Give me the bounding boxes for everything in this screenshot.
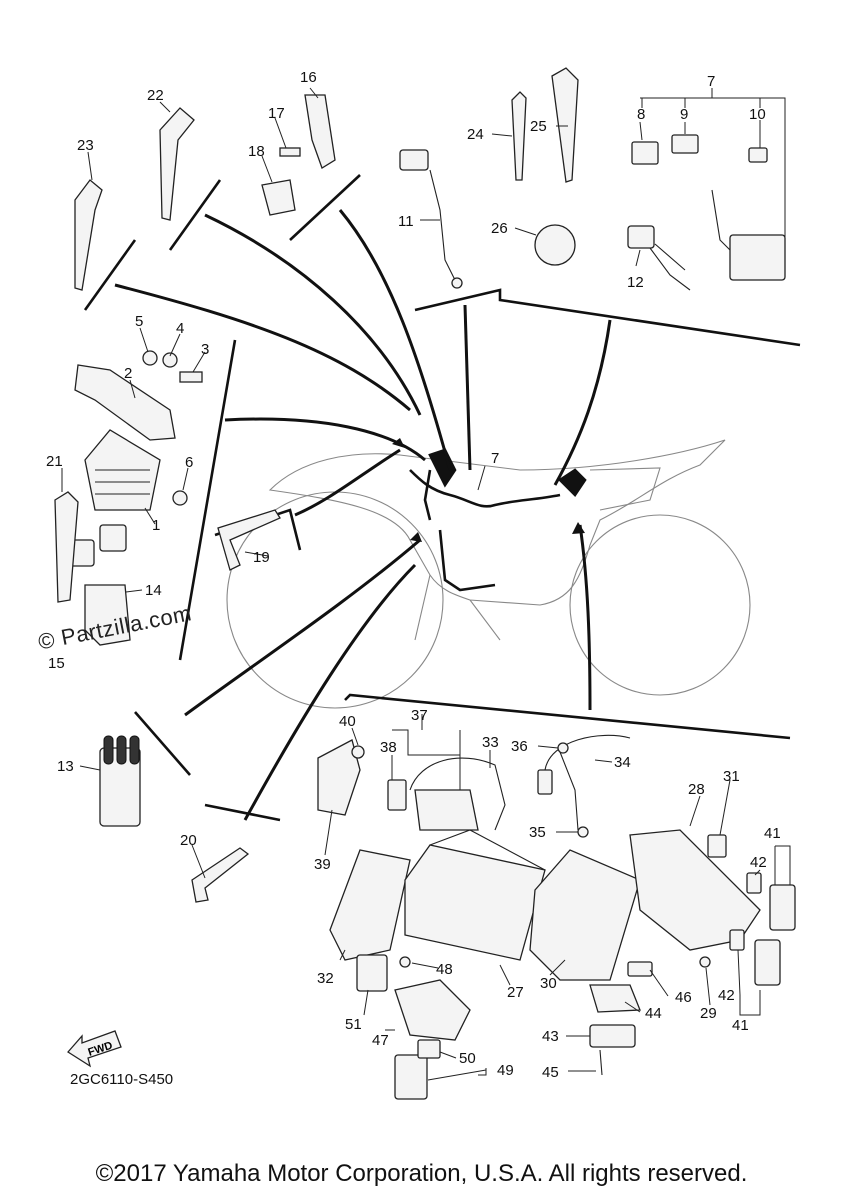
group-frames: [83, 174, 801, 822]
part-number-30: 30: [540, 975, 557, 992]
part-number-15: 15: [48, 655, 65, 672]
motorcycle-outline: [226, 439, 751, 709]
part-drawings: [54, 67, 796, 1100]
part-number-31: 31: [723, 768, 740, 785]
part-number-45: 45: [542, 1064, 559, 1081]
callout-lines: [114, 209, 612, 821]
part-number-28: 28: [688, 781, 705, 798]
part-number-14: 14: [145, 582, 162, 599]
part-number-49: 49: [497, 1062, 514, 1079]
part-number-40: 40: [339, 713, 356, 730]
part-number-17: 17: [268, 105, 285, 122]
part-number-labels: 1 2 3 4 5 6 7 7 8 9 10 11 12 13 14 15 16…: [46, 69, 781, 1081]
part-number-41-top: 41: [764, 825, 781, 842]
part-number-21: 21: [46, 453, 63, 470]
part-number-7-harness: 7: [491, 450, 499, 467]
part-number-47: 47: [372, 1032, 389, 1049]
part-number-2: 2: [124, 365, 132, 382]
part-number-25: 25: [530, 118, 547, 135]
part-number-4: 4: [176, 320, 184, 337]
diagram-code: 2GC6110-S450: [70, 1071, 174, 1088]
part-number-38: 38: [380, 739, 397, 756]
part-number-18: 18: [248, 143, 265, 160]
part-number-10: 10: [749, 106, 766, 123]
part-number-33: 33: [482, 734, 499, 751]
part-number-42-top: 42: [750, 854, 767, 871]
part-number-9: 9: [680, 106, 688, 123]
part-number-48: 48: [436, 961, 453, 978]
part-number-35: 35: [529, 824, 546, 841]
part-number-50: 50: [459, 1050, 476, 1067]
part-number-20: 20: [180, 832, 197, 849]
part-number-8: 8: [637, 106, 645, 123]
part-number-24: 24: [467, 126, 484, 143]
part-number-39: 39: [314, 856, 331, 873]
part-number-22: 22: [147, 87, 164, 104]
part-number-29: 29: [700, 1005, 717, 1022]
copyright-notice: ©2017 Yamaha Motor Corporation, U.S.A. A…: [95, 1160, 748, 1187]
part-number-3: 3: [201, 341, 209, 358]
part-number-32: 32: [317, 970, 334, 987]
part-number-16: 16: [300, 69, 317, 86]
part-number-7: 7: [707, 73, 715, 90]
part-number-51: 51: [345, 1016, 362, 1033]
part-number-36: 36: [511, 738, 528, 755]
part-number-13: 13: [57, 758, 74, 775]
leader-lines: [61, 87, 791, 1081]
part-number-26: 26: [491, 220, 508, 237]
part-number-19: 19: [253, 549, 270, 566]
part-number-34: 34: [614, 754, 631, 771]
part-number-27: 27: [507, 984, 524, 1001]
part-number-42-bottom: 42: [718, 987, 735, 1004]
part-number-37: 37: [411, 707, 428, 724]
part-number-6: 6: [185, 454, 193, 471]
part-number-11: 11: [398, 213, 414, 230]
part-number-12: 12: [627, 274, 644, 291]
fwd-arrow-icon: FWD: [67, 1030, 122, 1068]
part-number-1: 1: [152, 517, 160, 534]
part-number-41-bottom: 41: [732, 1017, 749, 1034]
part-number-43: 43: [542, 1028, 559, 1045]
part-number-46: 46: [675, 989, 692, 1006]
wire-harness: [409, 448, 587, 592]
part-number-23: 23: [77, 137, 94, 154]
part-number-5: 5: [135, 313, 143, 330]
part-number-44: 44: [645, 1005, 662, 1022]
